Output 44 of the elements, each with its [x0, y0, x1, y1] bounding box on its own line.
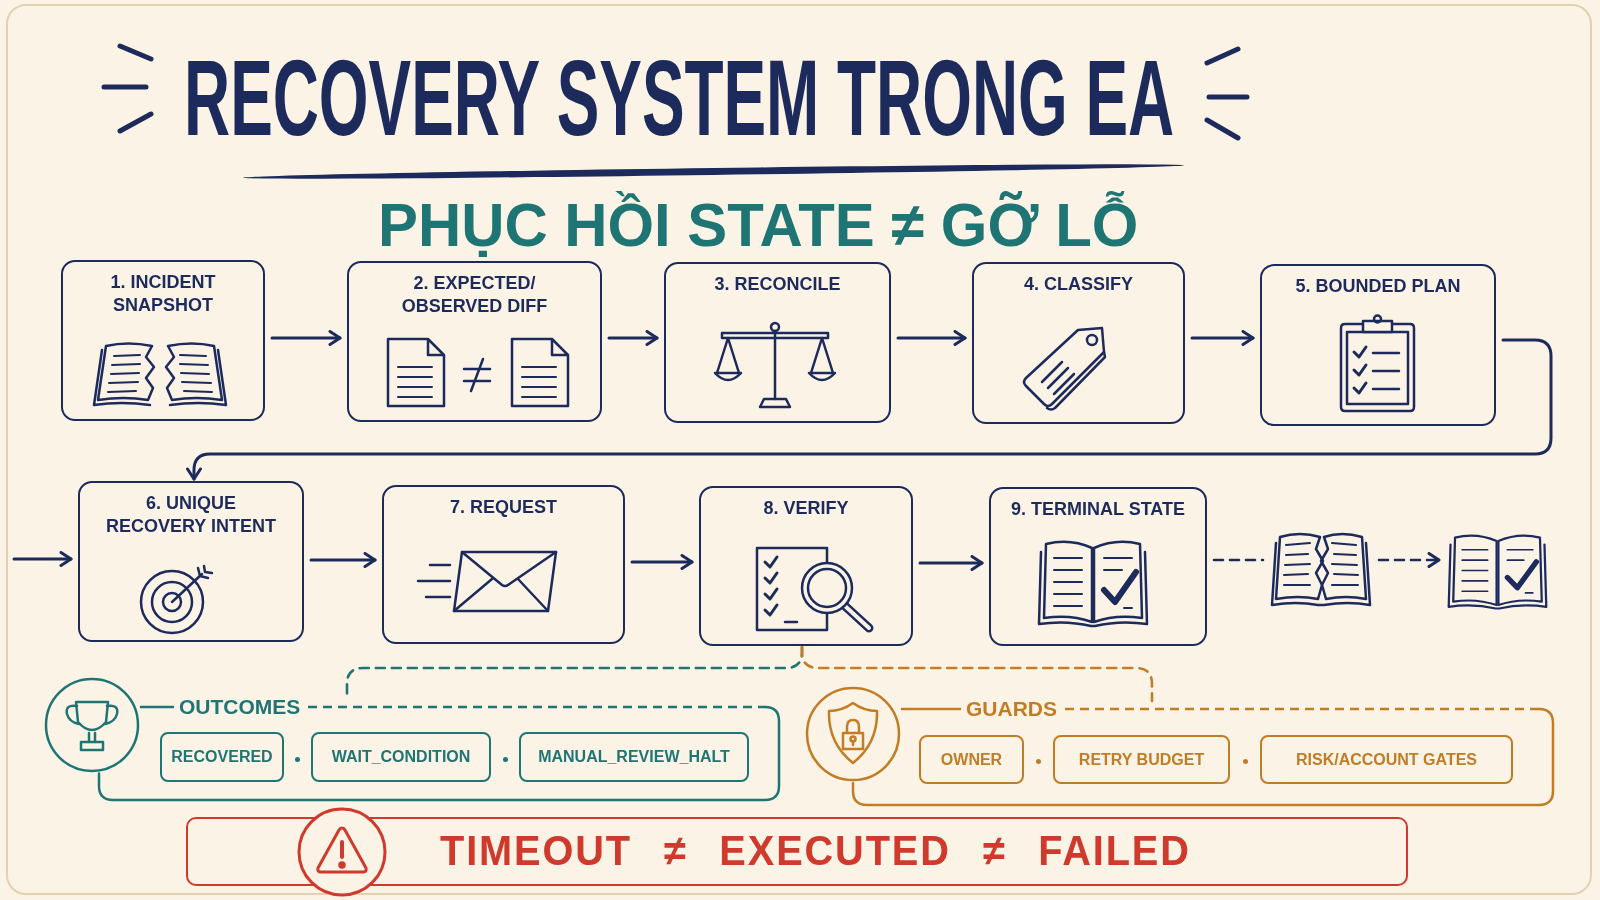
- step-label: 2. EXPECTED/ OBSERVED DIFF: [400, 272, 549, 318]
- dashed-connector: [800, 645, 1154, 703]
- panel-heading: GUARDS: [965, 701, 1058, 717]
- arrow: [309, 552, 377, 568]
- page-title: RECOVERY SYSTEM TRONG EA: [184, 44, 1187, 178]
- status-chip: WAIT_CONDITION: [311, 732, 491, 782]
- step-box: [1260, 264, 1496, 426]
- step-box: [382, 485, 625, 644]
- step-label: 3. RECONCILE: [714, 273, 841, 296]
- arrow: [270, 330, 342, 346]
- status-chip: OWNER: [919, 735, 1024, 784]
- step-box: [972, 262, 1185, 424]
- status-chip: RETRY BUDGET: [1053, 735, 1230, 784]
- arrow: [186, 338, 1553, 481]
- step-box: [699, 486, 913, 646]
- step-label: 7. REQUEST: [450, 496, 557, 519]
- step-label: 1. INCIDENT SNAPSHOT: [109, 271, 217, 317]
- subtitle: PHỤC HỒI STATE ≠ GỠ LỖ: [378, 189, 1139, 261]
- arrow: [12, 551, 73, 567]
- step-label: 8. VERIFY: [763, 497, 849, 520]
- step-box: [347, 261, 602, 422]
- dashed-connector: [1212, 558, 1265, 562]
- arrow: [1190, 330, 1255, 346]
- arrow: [607, 330, 659, 346]
- arrow: [630, 554, 694, 570]
- panel-heading: OUTCOMES: [178, 699, 302, 715]
- step-box: [664, 262, 891, 423]
- step-label: 6. UNIQUE RECOVERY INTENT: [105, 492, 277, 538]
- alert-text: TIMEOUT ≠ EXECUTED ≠ FAILED: [440, 826, 1191, 876]
- status-chip: RISK/ACCOUNT GATES: [1260, 735, 1513, 784]
- alert-box: [186, 817, 1408, 886]
- status-chip: RECOVERED: [160, 732, 284, 782]
- step-label: 9. TERMINAL STATE: [1011, 498, 1185, 521]
- step-box: [78, 481, 304, 642]
- step-box: [989, 487, 1207, 646]
- group-panel: [853, 701, 1553, 806]
- arrow: [896, 330, 967, 346]
- status-chip: MANUAL_REVIEW_HALT: [519, 732, 749, 782]
- step-box: [61, 260, 265, 421]
- step-label: 5. BOUNDED PLAN: [1295, 275, 1461, 298]
- group-panel: [99, 699, 779, 801]
- dashed-connector: [1377, 552, 1441, 568]
- arrow: [918, 555, 984, 571]
- step-label: 4. CLASSIFY: [1024, 273, 1133, 296]
